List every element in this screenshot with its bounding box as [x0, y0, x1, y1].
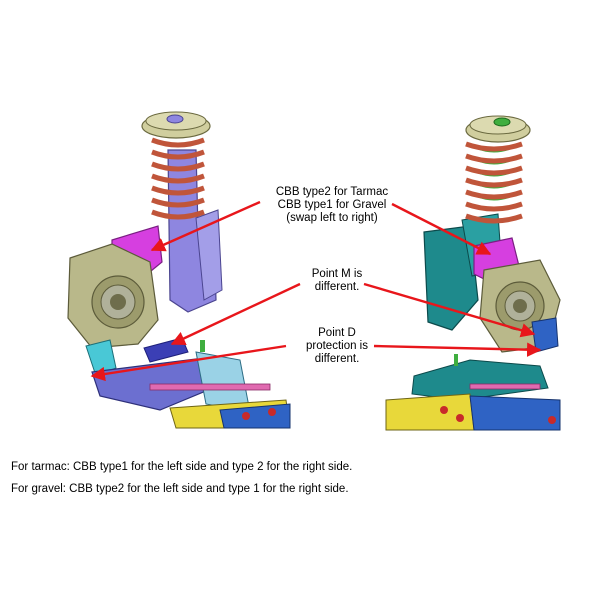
arrow-d-left — [90, 344, 287, 382]
point-d-line-1: Point D — [318, 327, 356, 339]
cbb-callout-label: CBB type2 for Tarmac CBB type1 for Grave… — [252, 186, 412, 225]
point-d-callout-label: Point D protection is different. — [282, 327, 392, 366]
point-m-line-1: Point M is — [311, 268, 363, 280]
cbb-line-1: CBB type2 for Tarmac — [275, 186, 389, 198]
arrow-d-right — [373, 342, 542, 357]
tarmac-note: For tarmac: CBB type1 for the left side … — [11, 461, 353, 473]
arrow-m-right — [363, 282, 536, 338]
arrow-cbb-left — [150, 200, 261, 252]
gravel-note: For gravel: CBB type2 for the left side … — [11, 483, 349, 495]
right-suspension-assembly — [385, 115, 561, 431]
callout-arrows — [90, 200, 542, 382]
left-suspension-assembly — [67, 111, 291, 429]
point-m-callout-label: Point M is different. — [292, 268, 382, 294]
left-spring — [151, 137, 205, 220]
point-d-line-3: different. — [314, 353, 360, 365]
cbb-line-3: (swap left to right) — [286, 212, 378, 224]
arrow-m-left — [170, 282, 301, 346]
cbb-line-2: CBB type1 for Gravel — [277, 199, 387, 211]
point-d-line-2: protection is — [305, 340, 368, 352]
arrow-cbb-right — [391, 202, 492, 256]
point-m-line-2: different. — [314, 281, 360, 293]
right-spring — [465, 141, 523, 224]
